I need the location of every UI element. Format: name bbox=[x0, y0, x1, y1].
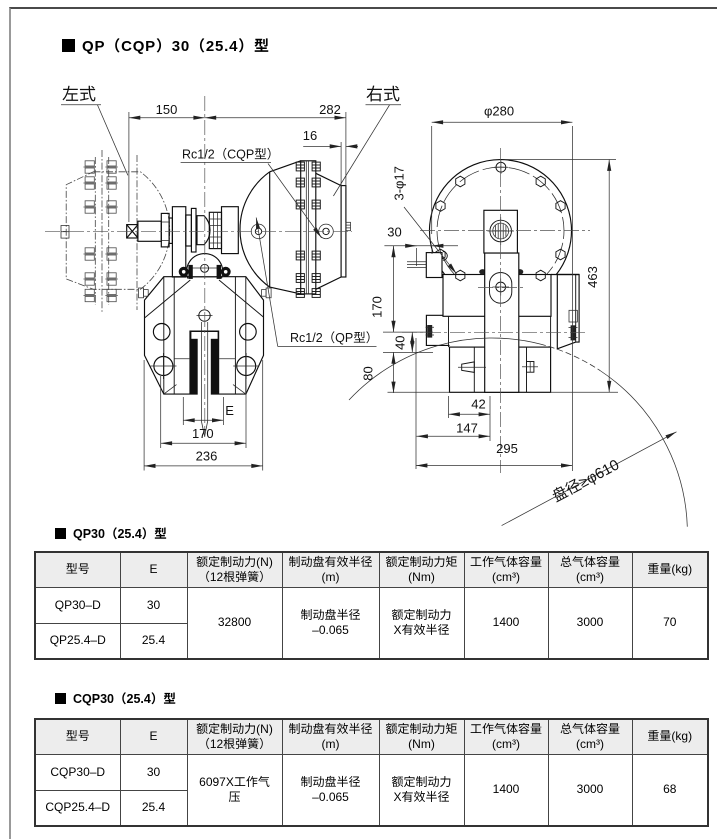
svg-text:右式: 右式 bbox=[366, 85, 400, 104]
svg-text:80: 80 bbox=[361, 366, 376, 380]
svg-text:147: 147 bbox=[456, 421, 478, 436]
svg-text:左式: 左式 bbox=[62, 85, 96, 104]
svg-text:170: 170 bbox=[370, 296, 385, 318]
svg-text:φ280: φ280 bbox=[484, 104, 514, 119]
svg-text:282: 282 bbox=[319, 102, 341, 117]
svg-text:Rc1/2（CQP型）: Rc1/2（CQP型） bbox=[182, 148, 279, 162]
svg-text:150: 150 bbox=[156, 102, 178, 117]
svg-text:170: 170 bbox=[192, 426, 214, 441]
svg-text:E: E bbox=[225, 403, 234, 418]
svg-text:盘径≥φ610: 盘径≥φ610 bbox=[550, 456, 622, 505]
svg-text:236: 236 bbox=[196, 448, 218, 463]
svg-text:463: 463 bbox=[585, 266, 600, 288]
svg-text:42: 42 bbox=[471, 397, 485, 412]
svg-text:40: 40 bbox=[393, 335, 408, 349]
svg-text:295: 295 bbox=[496, 441, 518, 456]
svg-text:16: 16 bbox=[303, 128, 317, 143]
svg-text:3-φ17: 3-φ17 bbox=[392, 166, 407, 200]
svg-text:Rc1/2（QP型）: Rc1/2（QP型） bbox=[290, 331, 378, 345]
svg-text:30: 30 bbox=[387, 225, 401, 240]
